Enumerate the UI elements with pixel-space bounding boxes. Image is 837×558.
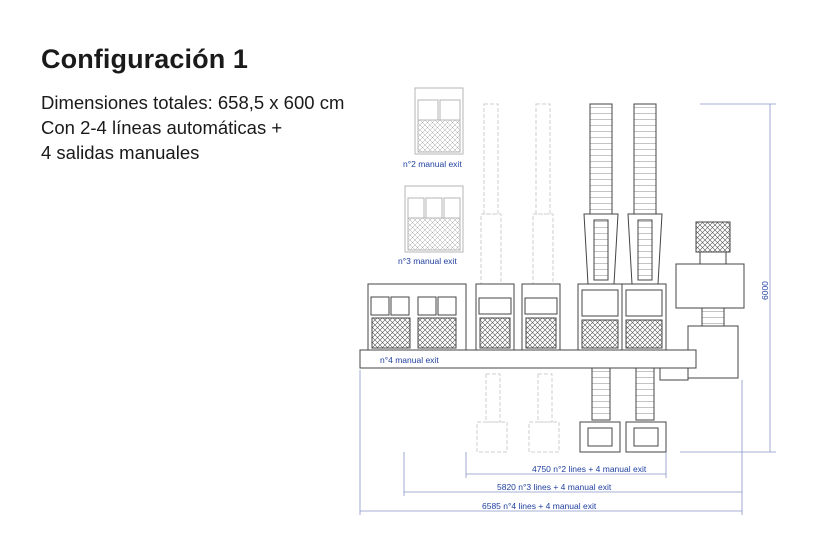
description-line-exits: 4 salidas manuales — [41, 142, 200, 163]
page-title: Configuración 1 — [41, 44, 249, 74]
configuration-description: Dimensiones totales: 658,5 x 600 cm Con … — [41, 90, 344, 165]
width-dimension-4-lines: 6585 n°4 lines + 4 manual exit — [482, 501, 597, 511]
width-dimension-2-lines: 4750 n°2 lines + 4 manual exit — [532, 464, 647, 474]
manual-exit-3-station — [404, 185, 464, 253]
manual-exit-2-station — [414, 87, 464, 155]
width-dimensions — [359, 370, 743, 515]
manual-exit-4-station — [367, 283, 467, 351]
description-line-dimensions: Dimensiones totales: 658,5 x 600 cm — [41, 92, 345, 113]
line-modules-middle — [475, 283, 561, 351]
manual-exit-3-label: n°3 manual exit — [398, 256, 457, 266]
manual-exit-4-label: n°4 manual exit — [380, 355, 439, 365]
automatic-line-2 — [621, 103, 667, 453]
manual-exit-2-label: n°2 manual exit — [403, 159, 462, 169]
optional-line-outlines — [476, 103, 560, 453]
dosing-machine-unit — [659, 221, 745, 381]
description-line-lines: Con 2-4 líneas automáticas + — [41, 117, 283, 138]
height-dimension-label: 6000 — [760, 281, 770, 300]
width-dimension-3-lines: 5820 n°3 lines + 4 manual exit — [497, 482, 612, 492]
main-collector-conveyor — [359, 349, 697, 369]
height-dimension — [680, 103, 776, 453]
automatic-line-1 — [577, 103, 623, 453]
